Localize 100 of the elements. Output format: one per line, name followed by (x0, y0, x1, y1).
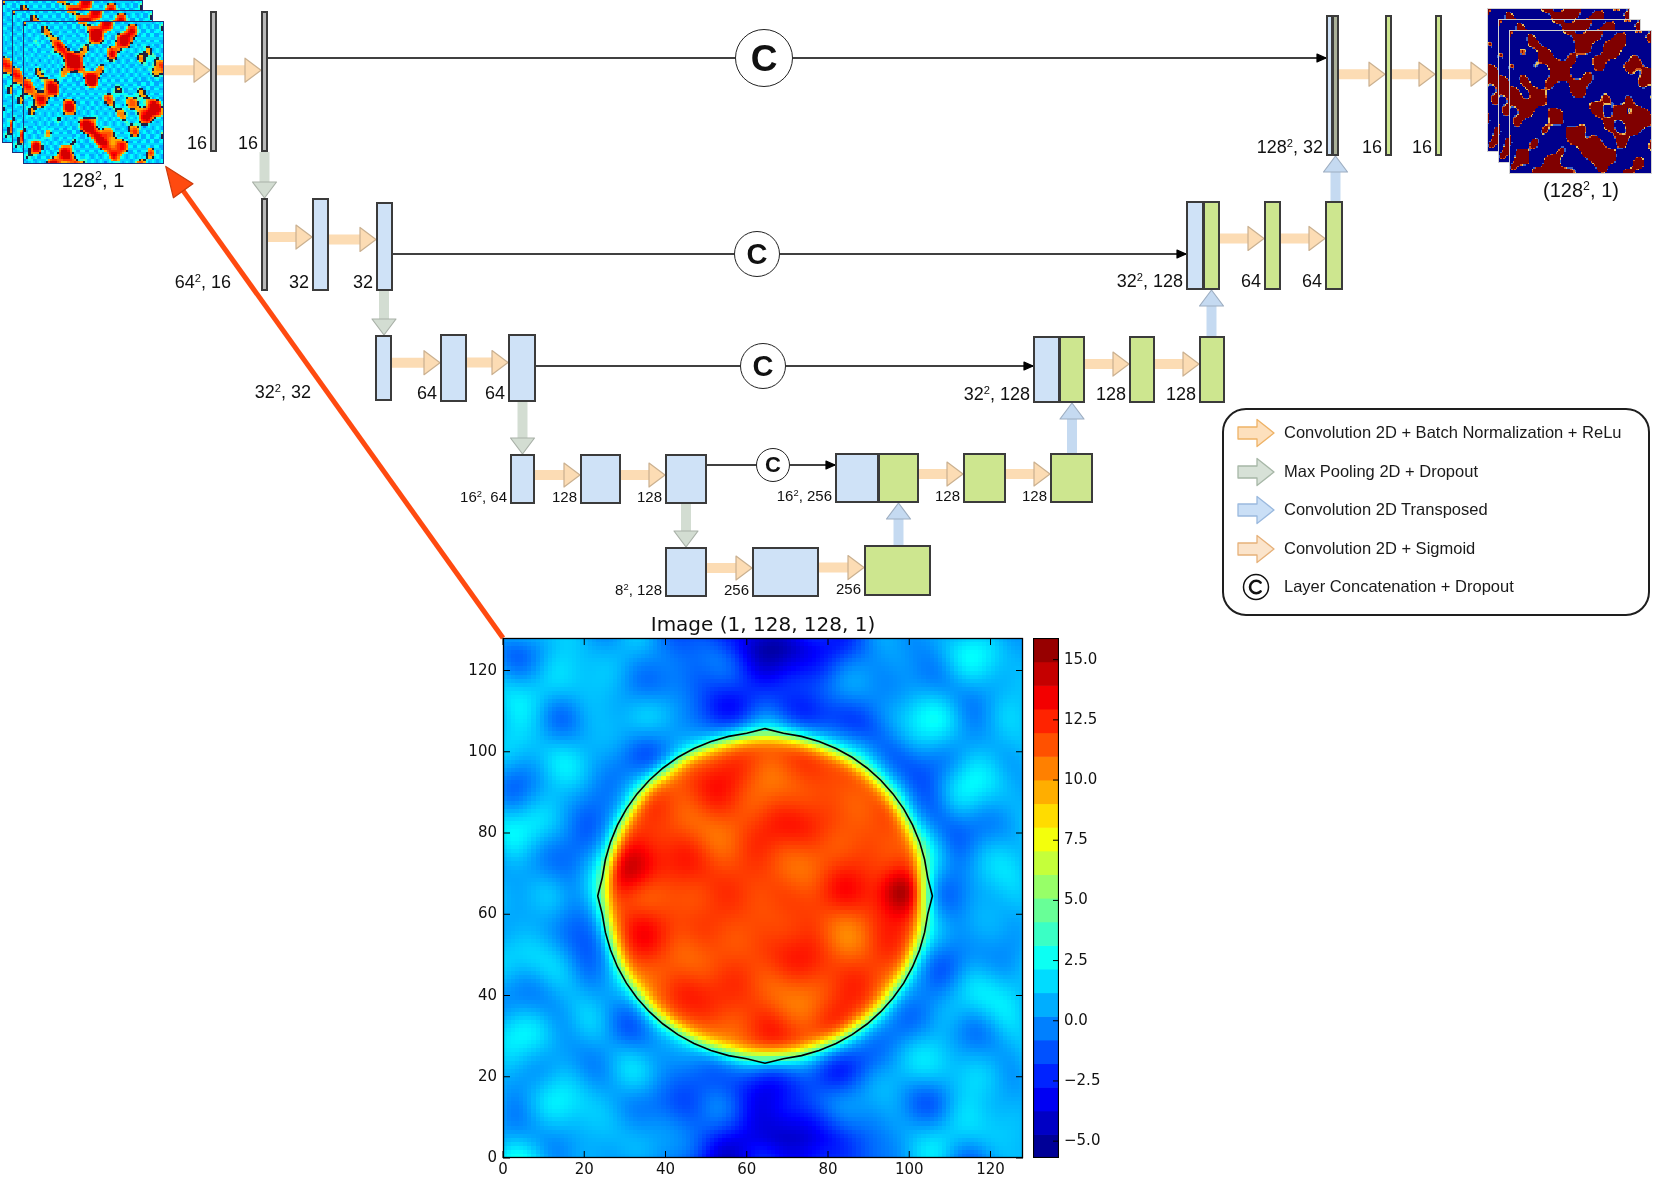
arrow (792, 53, 1327, 63)
block-arrow (1198, 289, 1225, 336)
feature-map-bar (1059, 336, 1085, 403)
feature-map-bar (963, 453, 1006, 503)
axis-tick-label: 20 (477, 1068, 497, 1084)
block-arrow (819, 555, 865, 581)
connector-line (267, 57, 736, 59)
block-arrow (1155, 351, 1200, 377)
colorbar-tick-label: 2.5 (1064, 952, 1088, 968)
block-arrow (1059, 402, 1085, 453)
concatenation-circle: C (756, 448, 790, 482)
block-arrow (164, 57, 211, 83)
block-arrow (217, 57, 262, 83)
mask-image-stack (1487, 8, 1652, 174)
feature-map-bar (1264, 201, 1281, 290)
arrow (789, 460, 836, 470)
feature-map-bar (1050, 453, 1093, 503)
feature-map-bar (752, 547, 819, 597)
arrow (165, 165, 506, 640)
layer-size-label: 128 (551, 489, 577, 504)
feature-map-bar (864, 545, 931, 596)
layer-size-label: 32$^{2}$, 128 (1116, 272, 1183, 290)
feature-map-bar (376, 202, 393, 291)
layer-size-label: 128 (636, 489, 662, 504)
colorbar-tick-label: 0.0 (1064, 1012, 1088, 1028)
block-arrow (535, 462, 581, 488)
legend-text: Convolution 2D + Batch Normalization + ReLu (1284, 423, 1622, 443)
colorbar-tick-label: 5.0 (1064, 892, 1088, 908)
legend-text: Convolution 2D + Sigmoid (1284, 538, 1476, 559)
concatenation-circle: C (734, 231, 780, 277)
layer-size-label: 32 (288, 273, 309, 291)
axis-tick-label: 120 (976, 1162, 1005, 1177)
colorbar-tick-label: 7.5 (1064, 832, 1088, 848)
block-arrow (1322, 155, 1349, 201)
layer-size-label: 16 (1361, 138, 1382, 156)
axis-tick-label: 0 (498, 1162, 508, 1177)
block-arrow (1006, 461, 1051, 487)
block-arrow (1220, 225, 1265, 251)
block-arrow (673, 504, 699, 548)
feature-map-bar (510, 454, 535, 504)
block-arrow (885, 502, 912, 545)
feature-map-bar (1385, 15, 1392, 156)
layer-size-label: 256 (723, 582, 749, 597)
layer-size-label: 16 (1411, 138, 1432, 156)
feature-map-bar (1129, 336, 1155, 403)
axis-tick-label: 120 (468, 662, 497, 678)
feature-map-bar (210, 11, 217, 152)
colorbar-tick-label: 12.5 (1064, 711, 1098, 727)
axis-tick-label: 60 (477, 906, 497, 922)
feature-map-bar (665, 547, 707, 597)
layer-size-label: 256 (835, 581, 861, 596)
block-arrow (268, 224, 313, 250)
feature-map-bar (835, 453, 879, 503)
layer-size-label: 128 (1021, 488, 1047, 503)
layer-size-label: 64 (416, 384, 437, 402)
axis-tick-label: 60 (737, 1162, 757, 1177)
connector-line (706, 464, 757, 466)
colorbar-tick-label: 15.0 (1064, 651, 1098, 667)
layer-size-label: 32$^{2}$, 32 (254, 383, 311, 401)
layer-size-label: 128 (934, 488, 960, 503)
layer-size-label: 32$^{2}$, 128 (963, 385, 1030, 403)
layer-size-label: 64 (1301, 272, 1322, 290)
layer-size-label: 16 (237, 134, 258, 152)
connector-line (392, 253, 735, 255)
colorbar-tick-label: −5.0 (1064, 1133, 1101, 1149)
block-arrow (1339, 61, 1386, 87)
colorbar-tick-label: −2.5 (1064, 1072, 1101, 1088)
arrow (779, 249, 1187, 259)
layer-size-label: 64$^{2}$, 16 (174, 273, 231, 291)
axis-tick-label: 100 (468, 743, 497, 759)
axis-tick-label: 80 (477, 825, 497, 840)
layer-size-label: 16 (186, 134, 207, 152)
image-stack (2, 0, 164, 164)
image-size-label: (128$^{2}$, 1) (1543, 180, 1619, 200)
block-arrow (371, 291, 397, 336)
layer-size-label: 64 (1240, 272, 1261, 290)
block-arrow (509, 402, 536, 455)
block-arrow (621, 462, 666, 488)
legend-text: Max Pooling 2D + Dropout (1284, 461, 1478, 482)
layer-size-label: 128 (1095, 385, 1126, 403)
block-arrow (329, 226, 377, 252)
layer-size-label: 64 (484, 384, 505, 402)
arrow (785, 361, 1034, 371)
axis-tick-label: 40 (655, 1162, 676, 1177)
feature-map-bar (1203, 201, 1220, 290)
feature-map-bar (261, 11, 268, 152)
feature-map-bar (440, 334, 467, 402)
layer-size-label: 128 (1165, 385, 1196, 403)
block-arrow (919, 461, 964, 487)
image-size-label: 128$^{2}$, 1 (61, 170, 125, 190)
connector-line (535, 365, 741, 367)
feature-map-bar (508, 334, 536, 402)
block-arrow (707, 555, 753, 581)
feature-map-bar (1033, 336, 1060, 403)
feature-map-bar (1325, 201, 1343, 290)
feature-map-bar (580, 454, 621, 504)
colorbar-tick-label: 10.0 (1064, 772, 1098, 788)
concatenation-circle: C (735, 29, 793, 87)
feature-map-bar (1186, 201, 1204, 290)
layer-size-label: 128$^{2}$, 32 (1256, 138, 1323, 156)
